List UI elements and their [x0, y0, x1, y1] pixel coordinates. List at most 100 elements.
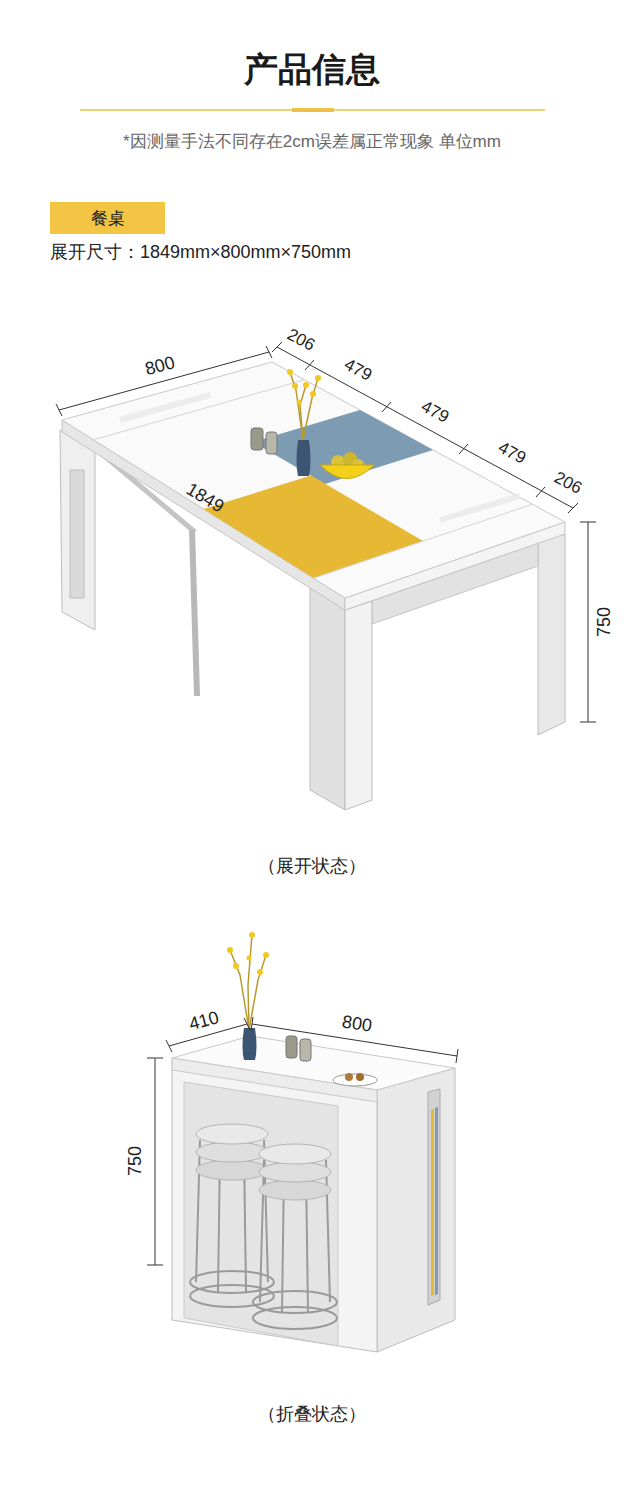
folded-table-part-part [249, 955, 266, 1030]
dimension-label: 800 [143, 352, 177, 380]
folded-table-part [230, 935, 266, 1030]
folded-table-part-part [230, 950, 249, 1030]
expanded-table-part [320, 465, 374, 479]
expanded-table [56, 342, 596, 810]
dimension-label: 750 [594, 607, 615, 637]
folded-table-part-part [196, 1140, 200, 1282]
tag-label: 餐桌 [91, 207, 125, 230]
folded-table-part-part [263, 952, 269, 958]
folded-table [147, 932, 458, 1352]
expanded-table-part-part [297, 400, 302, 405]
expanded-table-part-part [588, 522, 589, 722]
expanded-table-part-part [277, 347, 573, 508]
folded-table-part-part [247, 956, 252, 961]
expanded-table-part [287, 369, 321, 405]
dimension-label: 479 [495, 438, 529, 469]
folded-table-part-part [326, 1160, 330, 1302]
folded-table-part-part [147, 1265, 163, 1266]
folded-table-part-part [248, 935, 252, 1030]
expanded-table-part [314, 504, 533, 578]
folded-table-part [184, 1082, 338, 1346]
folded-table-part [172, 1058, 377, 1352]
folded-table-part [172, 1058, 377, 1102]
folded-table-part-part [251, 1017, 253, 1031]
dimension-label: 410 [187, 1007, 221, 1035]
heading-rule [80, 110, 545, 111]
expanded-table-part [70, 470, 84, 598]
folded-table-part-part [166, 1040, 172, 1052]
heading-rule-part [80, 109, 545, 111]
dimension-label: 206 [284, 325, 318, 356]
folded-table-part-part [196, 1160, 268, 1180]
dimension-label: 479 [341, 355, 375, 386]
state-caption: （展开状态） [258, 856, 366, 877]
expanded-table-part-part [580, 722, 596, 723]
folded-table-part-part [155, 1058, 156, 1265]
folded-table-part-part [257, 969, 263, 975]
expanded-table-part-part [310, 391, 316, 397]
state-caption: （折叠状态） [258, 1404, 366, 1425]
expanded-table-part [204, 476, 424, 579]
page-title: 产品信息 [0, 50, 624, 89]
expanded-table-part [538, 534, 565, 735]
expanded-table-part-part [272, 342, 282, 352]
expanded-table-part-part [315, 375, 321, 381]
expanded-table-part [62, 362, 565, 598]
expanded-table-part-part [59, 352, 269, 410]
folded-table-part-part [227, 947, 233, 953]
dimension-label: 1849 [183, 479, 228, 517]
expanded-table-part-part [305, 360, 314, 370]
expanded-table-part-part [290, 372, 303, 440]
expanded-table-part [56, 342, 596, 722]
folded-table-part-part [244, 1018, 250, 1030]
folded-table-part [377, 1068, 455, 1352]
expanded-table-part [253, 410, 433, 484]
folded-table-part [196, 1124, 268, 1180]
expanded-table-part-part [287, 369, 293, 375]
expanded-table-part [290, 372, 318, 440]
folded-table-part [253, 1160, 337, 1329]
expanded-table-part-part [303, 378, 318, 440]
dimension-label: 206 [551, 468, 585, 499]
folded-table-part-part [253, 1307, 337, 1329]
expanded-table-part [345, 601, 372, 810]
folded-table-part-part [196, 1124, 268, 1144]
folded-table-part [428, 1089, 440, 1305]
folded-table-part-part [249, 932, 255, 938]
heading-rule-part [292, 108, 334, 112]
folded-table-part [356, 1073, 364, 1081]
size-spec: 展开尺寸：1849mm×800mm×750mm [50, 242, 351, 263]
folded-table-part [431, 1109, 434, 1296]
dimension-label: 479 [418, 397, 452, 428]
folded-table-part-part [147, 1058, 163, 1059]
folded-table-part [333, 1074, 377, 1086]
folded-table-part-part [196, 1142, 268, 1162]
note-text: *因测量手法不同存在2cm误差属正常现象 单位mm [123, 132, 501, 152]
dimension-label: 800 [341, 1011, 374, 1036]
expanded-table-part [310, 588, 345, 810]
folded-table-part-part [260, 1160, 264, 1302]
folded-table-part [147, 1017, 458, 1265]
folded-table-part [286, 1036, 297, 1058]
expanded-table-part [60, 430, 95, 630]
expanded-table-part-part [303, 382, 309, 388]
expanded-table-part-part [568, 503, 578, 513]
expanded-table-part-part [536, 487, 545, 497]
folded-table-part-part [233, 963, 239, 969]
expanded-table-part [440, 496, 520, 520]
expanded-table-part [192, 530, 197, 696]
folded-table-part [345, 1073, 353, 1081]
expanded-table-part-part [459, 444, 468, 454]
expanded-table-part-part [382, 402, 391, 412]
folded-table-part-part [259, 1180, 331, 1200]
expanded-table-part [120, 395, 210, 420]
folded-table-part-part [259, 1144, 331, 1164]
expanded-table-part [93, 380, 304, 440]
expanded-table-part-part [300, 385, 306, 440]
expanded-table-part [266, 432, 277, 454]
dimension-label: 750 [125, 1146, 146, 1176]
folded-table-part [259, 1144, 331, 1200]
folded-table-part [300, 1039, 311, 1061]
expanded-table-part [297, 440, 311, 476]
